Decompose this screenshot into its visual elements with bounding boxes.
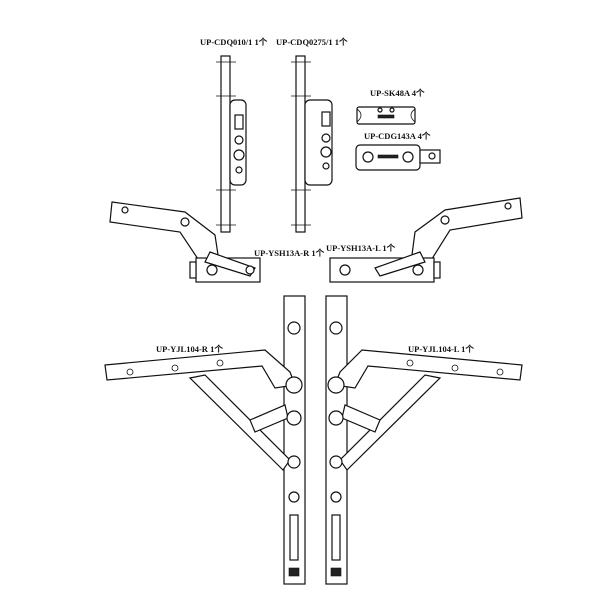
hinge-yjl104-r: UP-YJL104-R 1个: [104, 295, 306, 585]
stay-ysh13a-l: UP-YSH13A-L 1个: [326, 197, 523, 283]
hinge-yjl104-r-label: UP-YJL104-R 1个: [156, 344, 223, 354]
keeper-sk48a: UP-SK48A 4个: [356, 88, 425, 125]
keeper-cdg143a-label: UP-CDG143A 4个: [364, 131, 431, 141]
hinge-yjl104-l: UP-YJL104-L 1个: [325, 295, 523, 585]
keeper-sk48a-label: UP-SK48A 4个: [370, 88, 425, 98]
lock-bar-2: UP-CDQ0275/1 1个: [276, 37, 348, 233]
stay-ysh13a-r: UP-YSH13A-R 1个: [109, 201, 325, 283]
stay-ysh13a-l-label: UP-YSH13A-L 1个: [326, 243, 396, 253]
hinge-yjl104-l-label: UP-YJL104-L 1个: [408, 344, 474, 354]
lock-bar-1-label: UP-CDQ010/1 1个: [200, 37, 268, 47]
keeper-cdg143a: UP-CDG143A 4个: [355, 131, 441, 171]
lock-bar-2-label: UP-CDQ0275/1 1个: [276, 37, 348, 47]
stay-ysh13a-r-label: UP-YSH13A-R 1个: [254, 248, 325, 258]
lock-bar-1: UP-CDQ010/1 1个: [200, 37, 268, 233]
